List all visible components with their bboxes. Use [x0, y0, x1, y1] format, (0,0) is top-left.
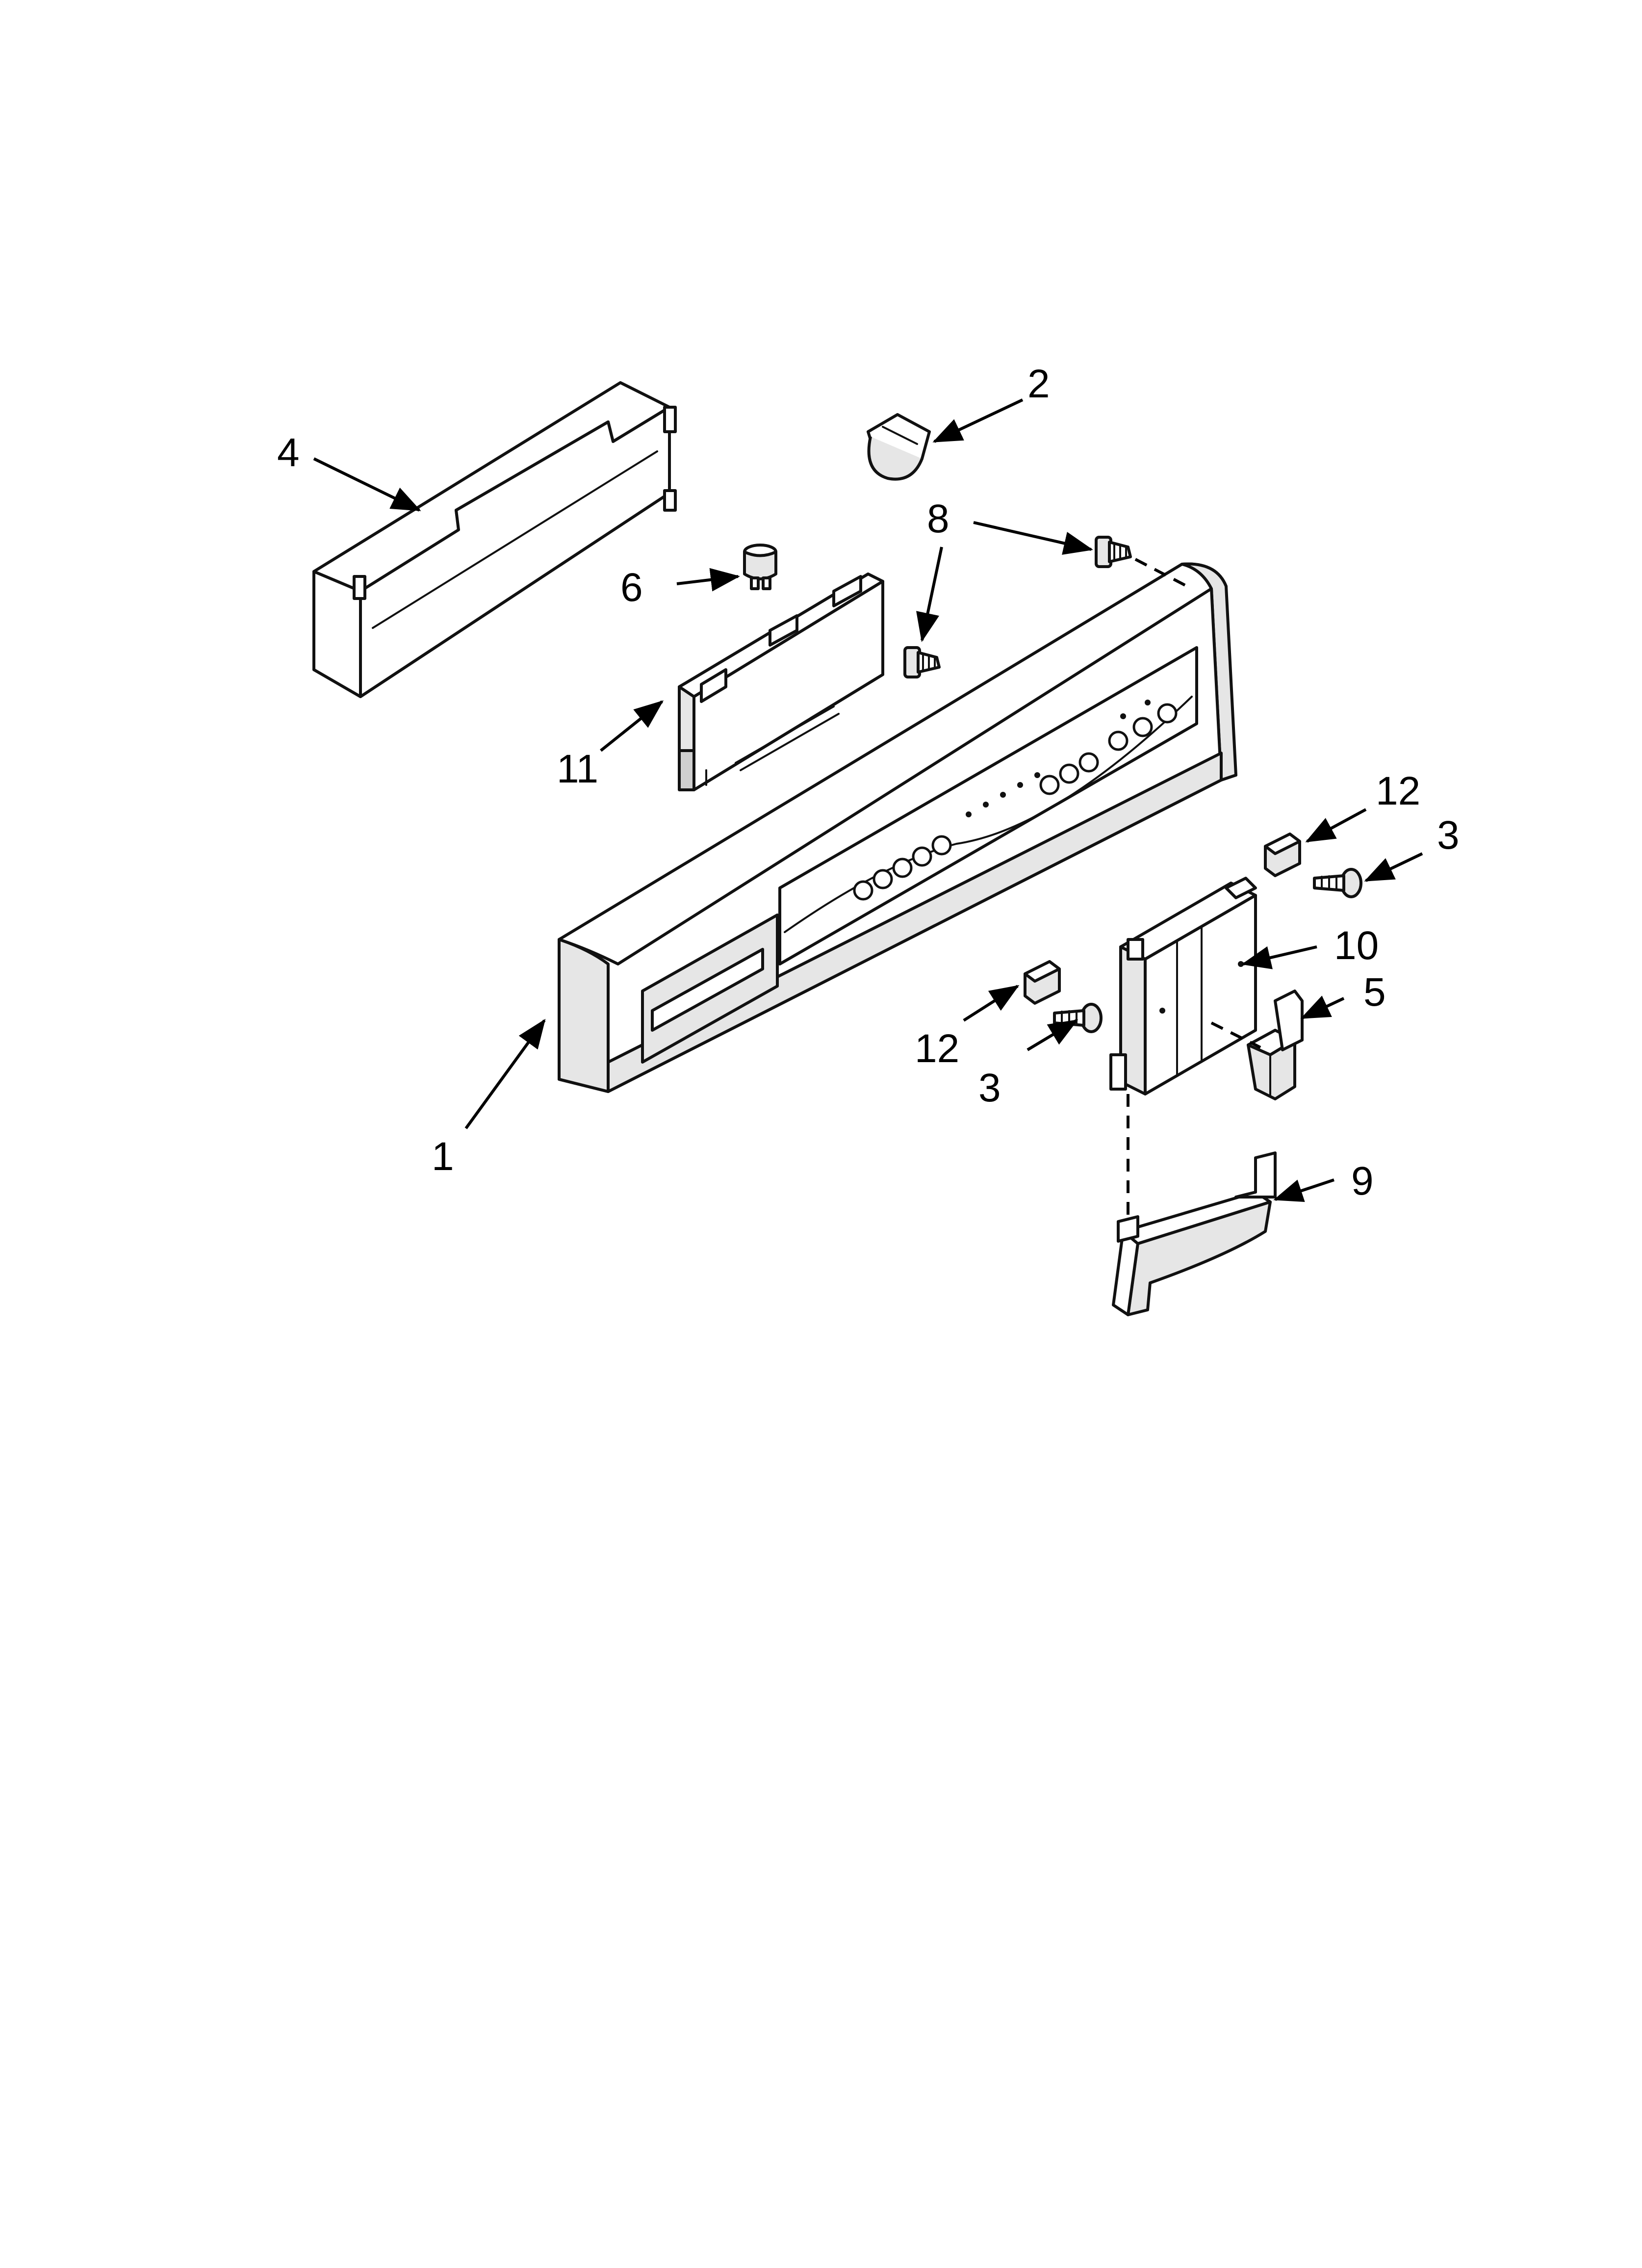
part-11-control-board — [678, 573, 884, 791]
part-12-clip-upper — [1264, 833, 1301, 877]
part-6-knob — [743, 544, 777, 590]
callout-3-upper: 3 — [1437, 813, 1460, 858]
callout-3-lower: 3 — [978, 1066, 1001, 1110]
leader-12-lower — [963, 985, 1020, 1022]
callout-6: 6 — [620, 565, 643, 610]
part-5-latch — [1247, 990, 1304, 1100]
leader-11 — [600, 700, 664, 752]
leader-3-lower — [1026, 1019, 1078, 1051]
callout-8: 8 — [927, 496, 949, 541]
part-8-screw-upper — [1095, 536, 1132, 568]
callout-11: 11 — [557, 747, 598, 791]
leader-2 — [932, 398, 1024, 443]
assembly-line-bracket-to-latch — [1210, 1021, 1261, 1049]
callout-12-upper: 12 — [1376, 769, 1420, 813]
leader-4 — [313, 457, 421, 512]
callout-10: 10 — [1334, 923, 1379, 968]
leader-8-lower — [916, 547, 943, 642]
leader-10 — [1241, 945, 1317, 969]
part-9-bracket — [1112, 1151, 1277, 1316]
callout-12-lower: 12 — [915, 1026, 959, 1071]
part-2-clip — [867, 413, 931, 481]
leader-6 — [676, 568, 740, 592]
assembly-line-screw-to-panel — [1134, 558, 1193, 590]
leader-1 — [464, 1018, 546, 1129]
leader-9 — [1273, 1178, 1334, 1202]
part-4-top-cover — [312, 381, 677, 698]
part-1-control-panel — [558, 562, 1237, 1093]
part-10-bracket — [1109, 877, 1257, 1095]
part-8-screw-lower — [903, 646, 941, 678]
leader-8-upper — [973, 521, 1093, 555]
part-3-screw-upper — [1313, 868, 1362, 898]
callout-1: 1 — [432, 1134, 454, 1179]
callout-5: 5 — [1363, 970, 1386, 1015]
callout-4: 4 — [277, 430, 300, 475]
part-3-screw-lower — [1053, 1003, 1103, 1033]
leader-3-upper — [1364, 852, 1423, 882]
callout-2: 2 — [1027, 362, 1050, 406]
callout-9: 9 — [1351, 1159, 1374, 1203]
leader-12-upper — [1305, 808, 1367, 843]
part-12-clip-lower — [1024, 960, 1061, 1005]
leader-5 — [1300, 995, 1345, 1019]
